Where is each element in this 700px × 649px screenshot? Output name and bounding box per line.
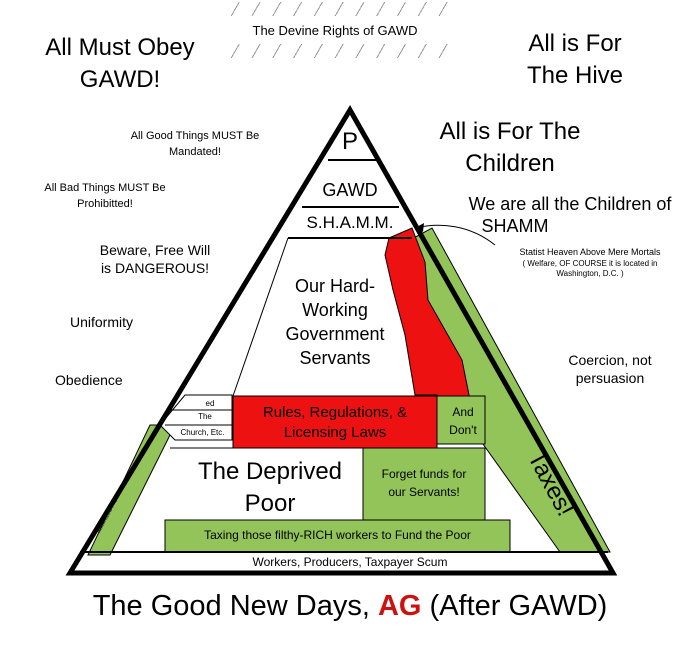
small-stack: [159, 394, 233, 441]
rules-box: [232, 395, 438, 449]
and-dont-box: [436, 395, 486, 445]
coercion-note-line1: Coercion, not: [568, 352, 652, 368]
small-stack-line3: Church, Etc.: [180, 428, 225, 437]
shamm-definition-line1: Statist Heaven Above Mere Mortals: [519, 247, 661, 257]
forget-funds-line1: Forget funds for: [381, 467, 467, 481]
servants-line2: Working: [302, 300, 368, 320]
free-will-note-line2: is DANGEROUS!: [100, 260, 210, 276]
free-will-note-line1: Beware, Free Will: [99, 242, 211, 258]
footer-title: The Good New Days, AG (After GAWD): [0, 588, 700, 624]
right-slogan-line1: All is For: [528, 30, 622, 57]
servants-line3: Government: [285, 324, 385, 344]
small-stack-line1: ed: [205, 399, 215, 408]
children-note-line2: Children: [465, 150, 555, 177]
servants-line4: Servants: [299, 348, 371, 368]
footer-suffix: (After GAWD): [421, 590, 608, 622]
obedience-note: Obedience: [55, 372, 123, 388]
small-stack-line2: The: [198, 412, 212, 421]
workers-label: Workers, Producers, Taxpayer Scum: [252, 555, 448, 569]
mandated-note-line1: All Good Things MUST Be: [130, 130, 260, 142]
servants-left-edge: [232, 237, 289, 397]
tier-shamm-label: S.H.A.M.M.: [306, 213, 394, 232]
tier-gawd-label: GAWD: [322, 180, 378, 200]
and-dont-line2: Don't: [449, 423, 477, 437]
children-note-line1: All is For The: [439, 118, 581, 145]
banner-hatch-top: [220, 2, 450, 16]
and-dont-line1: And: [452, 405, 474, 419]
left-slogan-line1: All Must Obey: [45, 34, 195, 61]
rules-line2: Licensing Laws: [283, 424, 387, 441]
banner-title: The Devine Rights of GAWD: [252, 23, 418, 38]
forget-funds-box: [362, 447, 486, 521]
coercion-note-line2: persuasion: [575, 370, 645, 386]
tier-p-label: P: [341, 128, 358, 155]
prohibited-note-line1: All Bad Things MUST Be: [44, 182, 166, 194]
shamm-children-line2: SHAMM: [481, 216, 549, 236]
right-slogan-line2: The Hive: [526, 62, 624, 89]
left-slogan-line2: GAWD!: [79, 66, 161, 93]
shamm-definition-line3: Washington, D.C. ): [556, 269, 624, 278]
servants-line1: Our Hard-: [294, 276, 375, 296]
banner-hatch-bottom: [220, 44, 450, 58]
poor-line2: Poor: [244, 490, 296, 517]
uniformity-note: Uniformity: [70, 314, 134, 330]
footer-prefix: The Good New Days,: [92, 590, 378, 622]
taxing-band-label: Taxing those filthy-RICH workers to Fund…: [204, 528, 471, 542]
minimized-giving-strip: [87, 424, 176, 556]
rules-line1: Rules, Regulations, &: [262, 404, 408, 421]
pyramid-outline: [65, 105, 618, 576]
shamm-definition-line2: ( Welfare, OF COURSE it is located in: [522, 259, 658, 268]
footer-highlight: AG: [377, 590, 422, 622]
poor-line1: The Deprived: [197, 458, 343, 485]
forget-funds-line2: our Servants!: [388, 485, 460, 499]
shamm-children-line1: We are all the Children of: [468, 194, 672, 214]
mandated-note-line2: Mandated!: [169, 146, 221, 158]
prohibited-note-line2: Prohibitted!: [77, 198, 133, 210]
